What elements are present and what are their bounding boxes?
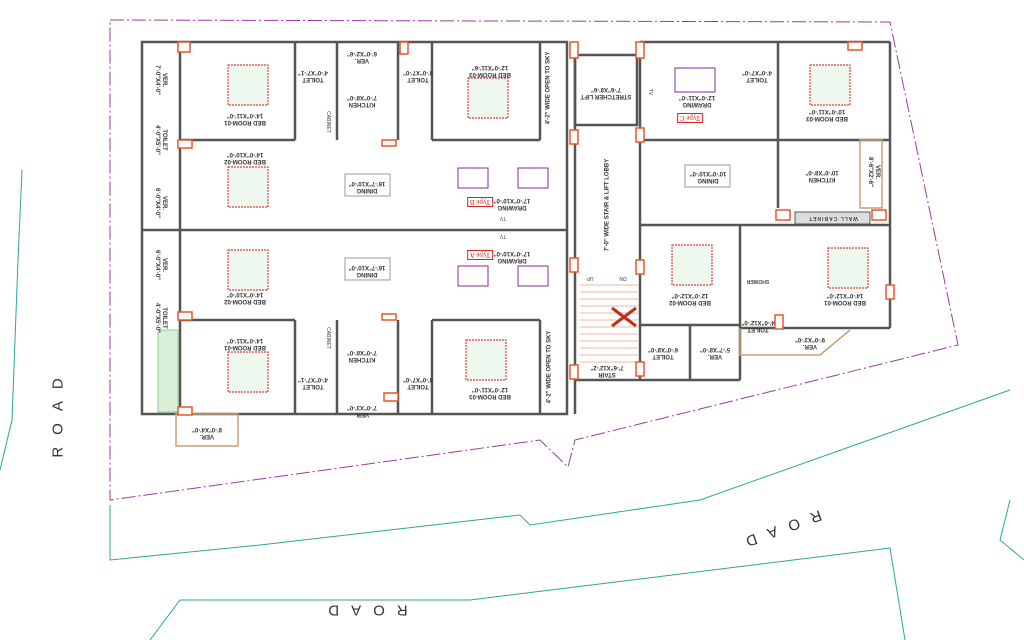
cabinet-label: CABINET: [325, 327, 331, 349]
tv-label: TV: [499, 233, 507, 239]
verandah-outlines: [175, 139, 883, 447]
open-to-sky-label: 4'-2" WIDE OPEN TO SKY: [545, 51, 552, 125]
tv-label: TV: [499, 215, 507, 221]
drawing-tables: [457, 67, 716, 287]
lobby-label: 7'-0" WIDE STAIR & LIFT LOBBY: [604, 158, 611, 252]
road-label-west: ROAD: [49, 366, 67, 458]
unit-type-tag: Type C: [676, 113, 704, 123]
room-label: VER.6'-0"X4'-0": [154, 188, 167, 218]
room-label: VER.6'-0"X4'-0": [154, 250, 167, 280]
room-label: VER.8'-0"X4'-0": [192, 426, 222, 439]
property-boundary: [109, 19, 959, 501]
open-to-sky-label: 4'-2" WIDE OPEN TO SKY: [546, 330, 553, 404]
stair-down-label: DN: [619, 275, 627, 281]
walls: [140, 40, 892, 416]
unit-type-tag: Type A: [466, 250, 494, 260]
garden-strip: [157, 329, 179, 413]
stair-cross-mark: [611, 306, 637, 328]
shower-label: SHOWER: [746, 278, 770, 284]
room-label: VER.7'-0"X3'-0": [347, 404, 377, 417]
wall-cabinet-block: [794, 211, 871, 225]
road-label-south: ROAD: [316, 601, 408, 619]
unit-type-tag: Type B: [466, 197, 494, 207]
dining-tables: [344, 164, 731, 281]
room-label: VER.6'-0"X2'-6": [347, 50, 377, 63]
stair-treads: [580, 284, 638, 363]
wall-cabinet-label: WALL CABINET: [808, 215, 858, 221]
room-label: VER.5'-7"X8'-0": [700, 346, 730, 359]
tv-label: TV: [647, 88, 653, 96]
room-label: VER.7'-0"X4'-0": [154, 65, 167, 95]
room-label: VER.9'-0"X3'-0": [795, 336, 825, 349]
columns: [177, 41, 895, 416]
site-lines: [0, 169, 1024, 640]
room-label: VER.8'-6"X2'-6": [867, 157, 880, 187]
stair-up-label: UP: [586, 275, 594, 281]
beds: [227, 64, 869, 393]
cabinet-label: CABINET: [325, 111, 331, 133]
